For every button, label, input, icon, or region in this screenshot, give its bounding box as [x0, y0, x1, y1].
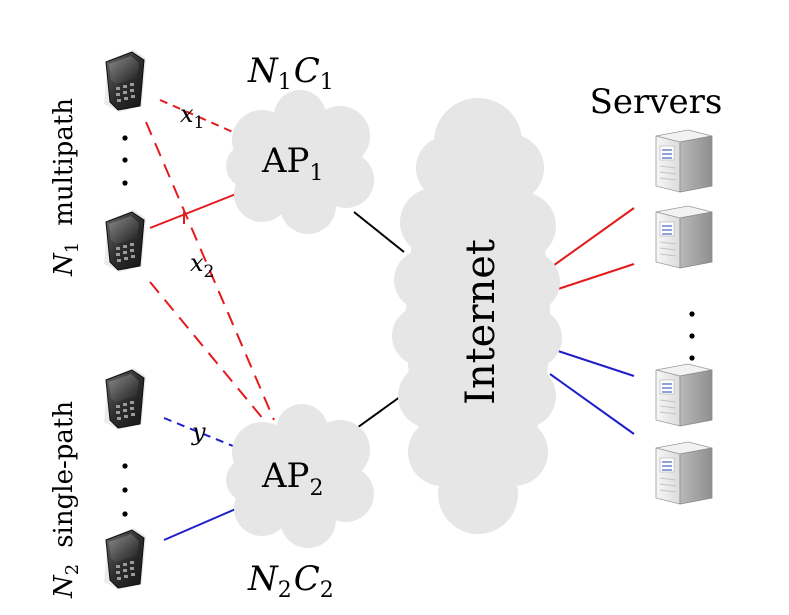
internet-label: Internet	[458, 239, 504, 405]
link-label-x2: x2	[190, 249, 214, 282]
link-phone4-ap2	[163, 507, 239, 541]
link-ap1-internet	[353, 211, 405, 253]
link-phone2-ap1	[149, 193, 237, 229]
link-internet-server2b-red	[554, 263, 635, 291]
group-label-singlepath: N2single-path	[49, 401, 83, 599]
phone-3-icon	[103, 367, 147, 430]
link-x1-phone1-ap1	[159, 99, 243, 137]
server-4-icon	[655, 441, 713, 505]
server-2-icon	[655, 205, 713, 269]
phones-ellipsis-top	[122, 135, 128, 186]
link-x2-phone2-ap2	[149, 281, 265, 421]
link-phone1-ap2	[145, 121, 275, 421]
server-3-icon	[655, 363, 713, 427]
servers-label: Servers	[590, 82, 723, 122]
ap2-capacity-label: N2C2	[247, 559, 334, 603]
link-ap2-internet	[353, 393, 405, 431]
link-internet-server4-blue	[549, 373, 635, 435]
ap1-capacity-label: N1C1	[247, 51, 334, 95]
link-label-y: y	[191, 418, 206, 446]
group-label-multipath: N1multipath	[49, 98, 83, 277]
ap2-label: AP2	[261, 456, 323, 501]
phones-ellipsis-bottom	[122, 463, 128, 517]
ap1-label: AP1	[261, 141, 323, 186]
links-layer	[145, 99, 635, 541]
link-internet-server3-blue	[554, 349, 635, 377]
link-internet-server2-red	[549, 207, 635, 269]
link-label-x1: x1	[180, 100, 204, 133]
phone-2-icon	[103, 209, 147, 272]
phone-1-icon	[103, 49, 147, 112]
ap1-cloud	[226, 90, 374, 234]
phone-4-icon	[103, 527, 147, 590]
server-1-icon	[655, 129, 713, 193]
internet-cloud	[392, 98, 562, 534]
ap2-cloud	[226, 404, 374, 548]
servers-ellipsis	[689, 311, 695, 361]
